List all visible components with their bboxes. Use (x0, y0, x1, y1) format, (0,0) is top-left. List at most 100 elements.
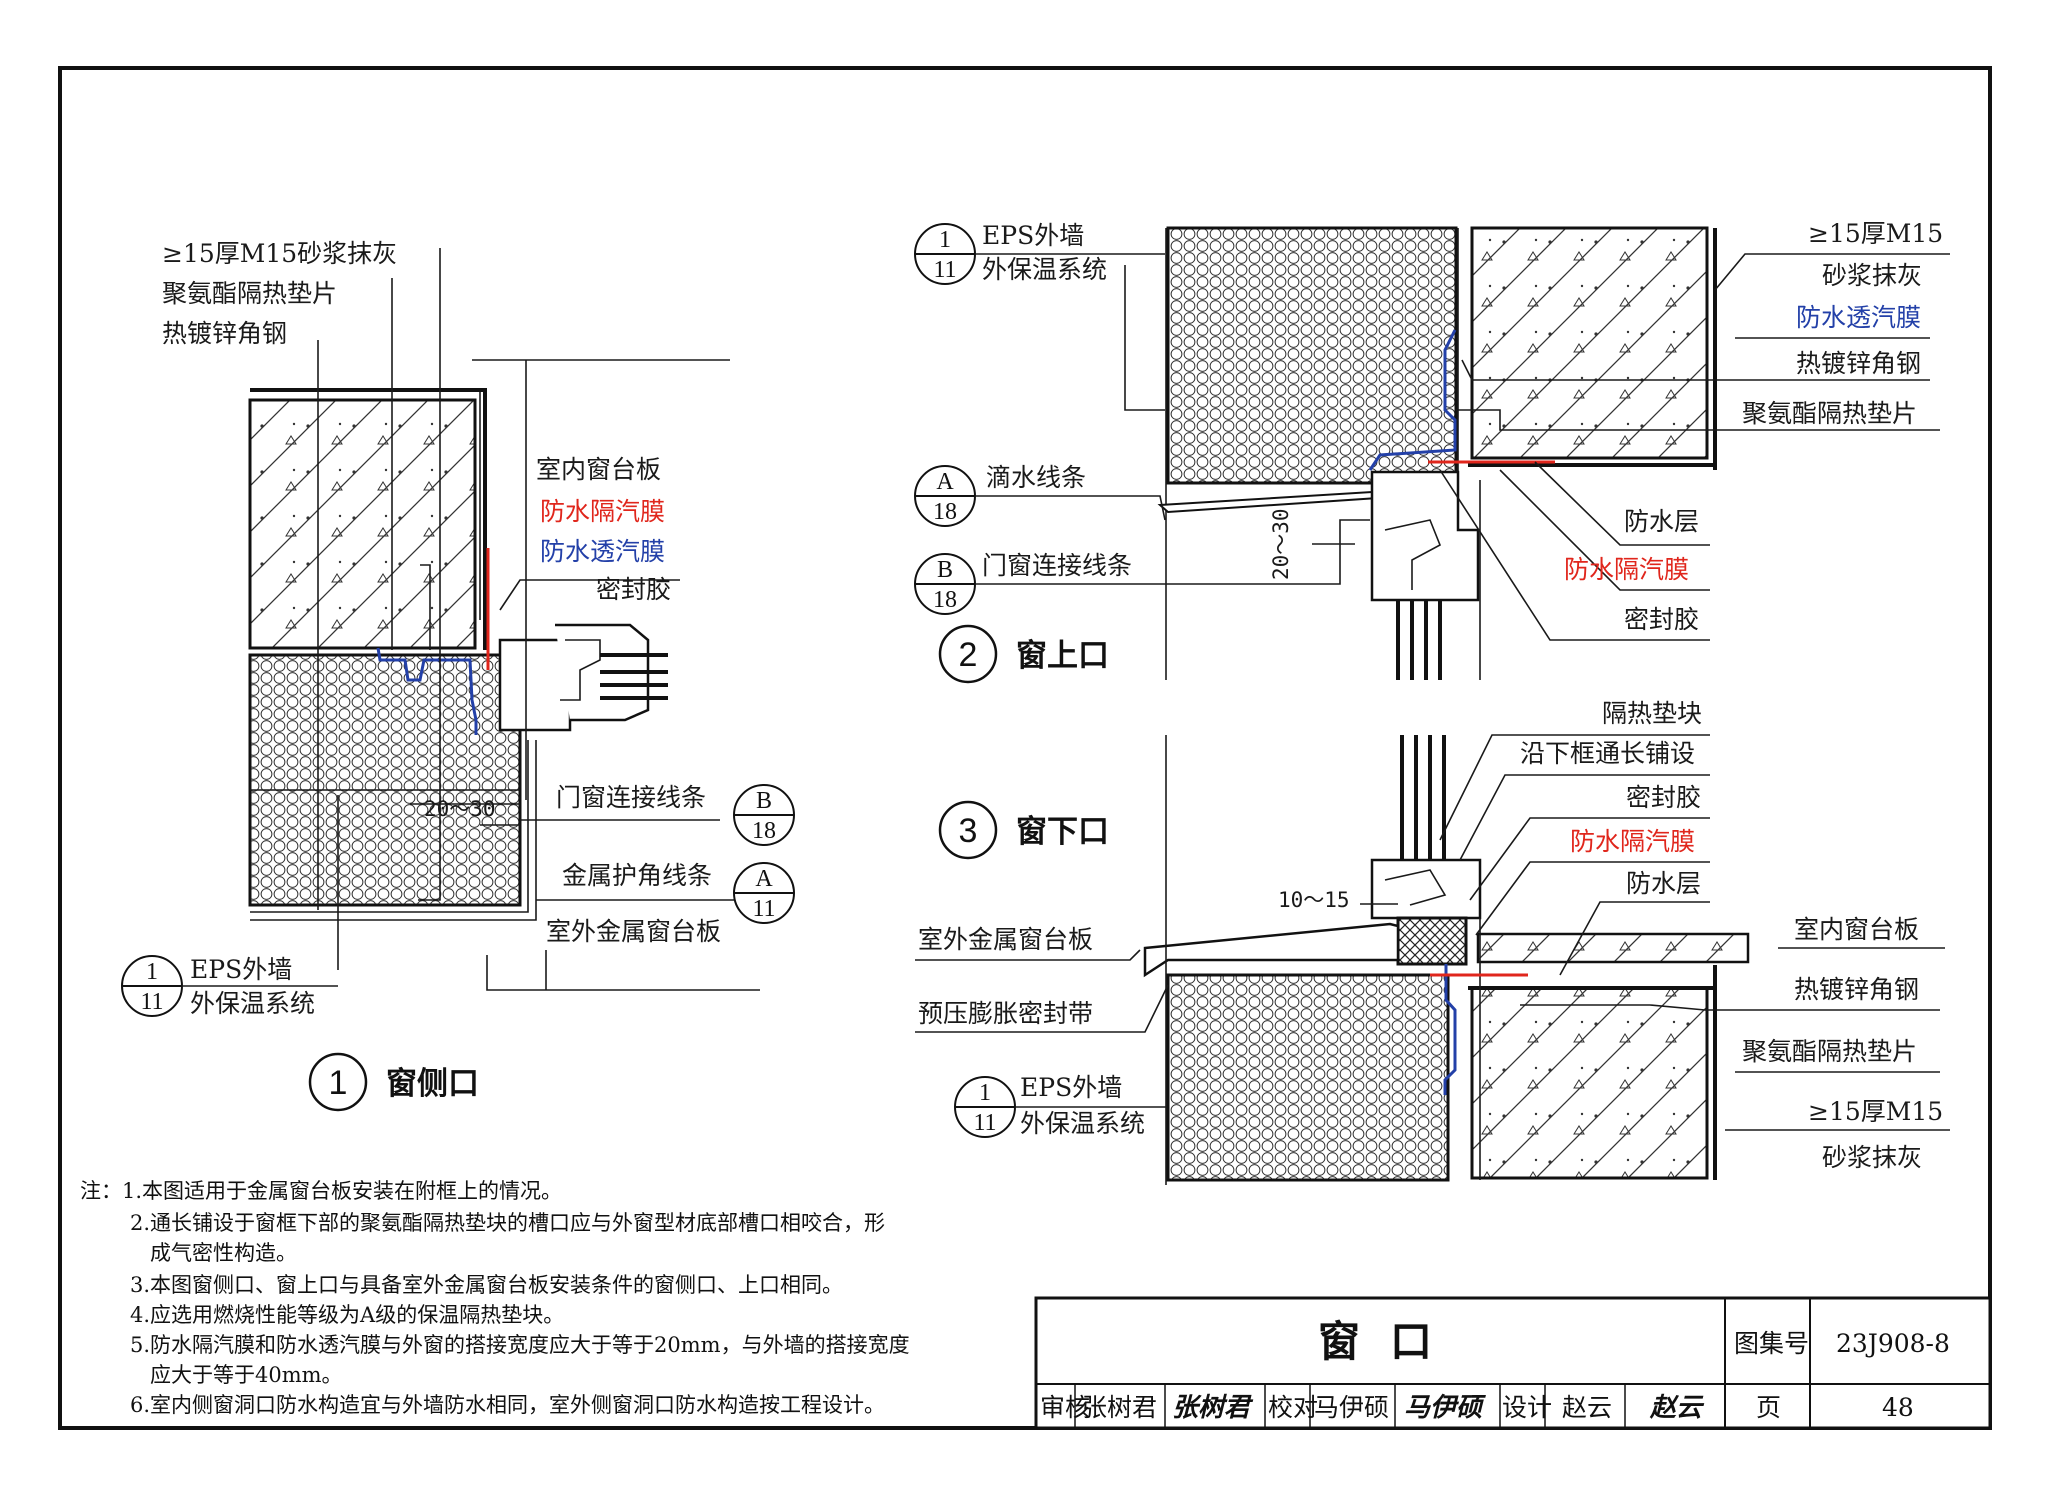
drawing-title: 窗口 (1318, 1317, 1462, 1366)
note-line: 4.应选用燃烧性能等级为A级的保温隔热垫块。 (130, 1303, 564, 1327)
detail-3-insulation-block (1396, 916, 1468, 966)
detail-2-window-head: 1 11 EPS外墙 外保温系统 A 18 滴水线条 B 18 门窗连接线条 2… (914, 219, 1950, 684)
detail-2-title-badge (938, 624, 998, 684)
review-label: 审核 (1040, 1393, 1090, 1422)
detail-1-label-angle: 热镀锌角钢 (162, 319, 287, 348)
detail-2-eps-board (1166, 226, 1458, 485)
detail-3-label-pad: 聚氨酯隔热垫片 (1742, 1037, 1917, 1066)
svg-text:11: 11 (973, 1110, 996, 1136)
detail-3-label-sill-in: 室内窗台板 (1794, 915, 1919, 944)
detail-1-label-breathable: 防水透汽膜 (540, 537, 665, 566)
detail-2-label-angle: 热镀锌角钢 (1796, 349, 1921, 378)
detail-2-label-connect: 门窗连接线条 (982, 551, 1132, 580)
detail-3-inner-sill (1476, 932, 1750, 964)
check-label: 校对 (1268, 1393, 1318, 1422)
detail-1-label-connect-strip: 门窗连接线条 (556, 783, 706, 812)
detail-1-label-sill-in: 室内窗台板 (536, 455, 661, 484)
detail-2-label-eps-1: EPS外墙 (982, 221, 1084, 250)
detail-1-plaster-edge (250, 388, 487, 650)
detail-3-title-num: 3 (959, 812, 978, 850)
detail-2-breathable-membrane (1368, 329, 1457, 471)
detail-3-window-sill: 隔热垫块 沿下框通长铺设 密封胶 防水隔汽膜 防水层 室外金属窗台板 室内窗台板… (915, 699, 1950, 1185)
detail-1-ref-connect: B 18 (733, 784, 795, 846)
detail-1-window-side: ≥15厚M15砂浆抹灰 聚氨酯隔热垫片 热镀锌角钢 室内窗台板 防水隔汽膜 防水… (121, 239, 795, 1112)
detail-2-ref-drip: A 18 (914, 465, 976, 527)
svg-text:1: 1 (979, 1080, 991, 1106)
detail-2-title: 窗上口 (1016, 638, 1109, 674)
svg-text:B: B (756, 788, 772, 814)
note-line: 应大于等于40mm。 (150, 1363, 343, 1387)
atlas-number: 23J908-8 (1836, 1329, 1950, 1358)
note-line: 3.本图窗侧口、窗上口与具备室外金属窗台板安装条件的窗侧口、上口相同。 (130, 1273, 843, 1297)
detail-1-label-corner-strip: 金属护角线条 (562, 861, 712, 890)
detail-3-label-angle: 热镀锌角钢 (1794, 975, 1919, 1004)
svg-text:A: A (936, 469, 954, 495)
svg-text:18: 18 (933, 587, 957, 613)
detail-2-label-eps-2: 外保温系统 (982, 255, 1107, 284)
detail-3-concrete-wall (1470, 986, 1709, 1180)
detail-2-label-mortar-2: 砂浆抹灰 (1822, 261, 1922, 290)
detail-3-outer-sill (1143, 922, 1400, 978)
detail-2-window-frame (1370, 470, 1480, 602)
svg-text:1: 1 (146, 959, 158, 985)
page-label: 页 (1756, 1393, 1781, 1422)
detail-3-label-sealant: 密封胶 (1626, 783, 1701, 812)
detail-2-label-vapor-barrier: 防水隔汽膜 (1564, 555, 1689, 584)
svg-text:18: 18 (752, 818, 776, 844)
detail-3-title: 窗下口 (1016, 814, 1109, 850)
detail-1-window-frame (498, 638, 572, 732)
page-number: 48 (1882, 1393, 1914, 1422)
checker-name: 马伊硕 (1314, 1393, 1389, 1422)
note-line: 6.室内侧窗洞口防水构造宜与外墙防水相同，室外侧窗洞口防水构造按工程设计。 (130, 1393, 885, 1417)
detail-2-concrete-wall (1470, 226, 1709, 460)
note-line: 注：1.本图适用于金属窗台板安装在附框上的情况。 (80, 1179, 562, 1203)
detail-2-ref-connect: B 18 (914, 553, 976, 615)
note-line: 成气密性构造。 (150, 1241, 297, 1265)
detail-1-title-badge (308, 1052, 368, 1112)
detail-1-ref-eps: 1 11 (121, 955, 183, 1017)
detail-2-ref-eps: 1 11 (914, 223, 976, 285)
detail-3-label-waterproof: 防水层 (1626, 869, 1701, 898)
detail-2-label-pad: 聚氨酯隔热垫片 (1742, 399, 1917, 428)
detail-2-title-num: 2 (959, 636, 978, 674)
detail-3-label-mortar-1: ≥15厚M15 (1808, 1097, 1943, 1126)
detail-1-label-sealant: 密封胶 (596, 575, 671, 604)
note-line: 2.通长铺设于窗框下部的聚氨酯隔热垫块的槽口应与外窗型材底部槽口相咬合，形 (130, 1211, 885, 1235)
svg-text:18: 18 (933, 499, 957, 525)
detail-3-breathable-membrane (1443, 964, 1457, 1095)
detail-2-label-breathable: 防水透汽膜 (1796, 303, 1921, 332)
detail-1-ref-corner: A 11 (733, 862, 795, 924)
detail-1-eps-board (248, 653, 522, 907)
detail-1-label-vapor-barrier: 防水隔汽膜 (540, 497, 665, 526)
detail-1-title: 窗侧口 (386, 1066, 479, 1102)
reviewer-signature: 张树君 (1172, 1393, 1254, 1423)
svg-text:11: 11 (140, 989, 163, 1015)
detail-1-label-eps-2: 外保温系统 (190, 989, 315, 1018)
detail-2-label-sealant: 密封胶 (1624, 605, 1699, 634)
design-label: 设计 (1502, 1393, 1552, 1422)
note-line: 5.防水隔汽膜和防水透汽膜与外窗的搭接宽度应大于等于20mm，与外墙的搭接宽度 (130, 1333, 910, 1357)
detail-1-concrete-wall (248, 398, 477, 650)
detail-3-label-vapor-barrier: 防水隔汽膜 (1570, 827, 1695, 856)
svg-text:11: 11 (933, 257, 956, 283)
detail-1-dim: 20～30 (424, 797, 496, 821)
notes-block: 注：1.本图适用于金属窗台板安装在附框上的情况。 2.通长铺设于窗框下部的聚氨酯… (80, 1179, 910, 1417)
detail-1-label-eps-1: EPS外墙 (190, 955, 292, 984)
sheet-border (58, 66, 1992, 1430)
svg-text:1: 1 (939, 227, 951, 253)
detail-3-window-frame (1370, 858, 1482, 920)
detail-3-label-sill-out: 室外金属窗台板 (918, 925, 1093, 954)
detail-3-title-badge (938, 800, 998, 860)
title-block: 窗口 图集号 23J908-8 页 48 审核 张树君 张树君 校对 马伊硕 马… (1034, 1296, 1992, 1430)
detail-3-label-eps-1: EPS外墙 (1020, 1073, 1122, 1102)
atlas-label: 图集号 (1734, 1329, 1809, 1358)
reviewer-name: 张树君 (1082, 1393, 1157, 1422)
designer-name: 赵云 (1562, 1393, 1612, 1422)
svg-text:A: A (755, 866, 773, 892)
detail-3-label-along-frame: 沿下框通长铺设 (1520, 739, 1695, 768)
svg-text:11: 11 (752, 896, 775, 922)
designer-signature: 赵云 (1649, 1393, 1705, 1423)
detail-3-eps-board (1166, 973, 1450, 1182)
detail-3-label-tape: 预压膨胀密封带 (918, 999, 1093, 1028)
